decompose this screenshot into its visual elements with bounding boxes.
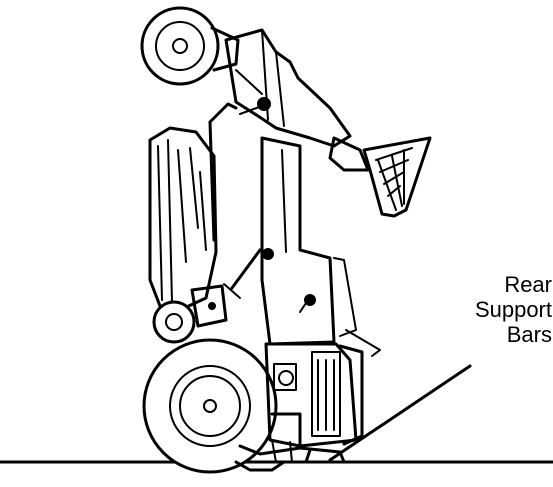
top-wheel <box>140 6 240 86</box>
body-panel <box>223 136 381 357</box>
callout-leader-line <box>328 364 472 462</box>
callout-line-1: Rear <box>504 272 552 297</box>
steering-assembly <box>328 136 432 218</box>
callout-line-2: Support <box>474 297 552 322</box>
deck-wheel <box>152 284 228 344</box>
rear-support-bars <box>234 344 364 472</box>
rear-support-bars-label: Rear Support Bars <box>420 272 552 347</box>
transmission <box>264 342 358 448</box>
deck-lever <box>208 97 271 242</box>
mower-deck <box>148 126 218 312</box>
rear-wheel <box>142 338 278 474</box>
tractor-frame <box>224 28 352 148</box>
callout-line-3: Bars <box>506 322 552 347</box>
